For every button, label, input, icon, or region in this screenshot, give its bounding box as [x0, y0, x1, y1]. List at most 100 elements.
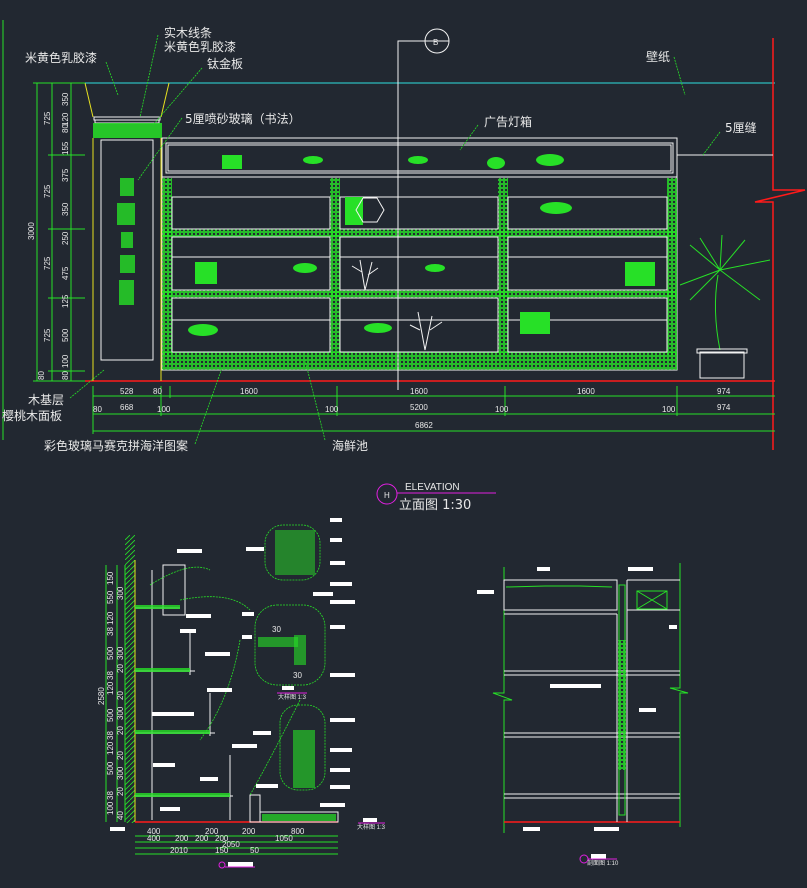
dimension-label: 30	[272, 625, 281, 634]
label-titanium-panel: 钛金板	[207, 56, 243, 71]
dimension-label: 38	[106, 627, 115, 636]
dimension-label: 200	[205, 827, 219, 836]
redacted-labels-right	[477, 567, 677, 859]
dimension-label: 120	[106, 741, 115, 755]
fish-decor	[188, 154, 655, 336]
vertical-dimensions: 3000 725 725 725 725 80 350 120 80 155 3…	[27, 82, 85, 382]
horizontal-dimensions: 528 80 1600 1600 1600 974 80 668 100 100…	[92, 386, 775, 434]
dimension-label: 725	[43, 184, 52, 198]
dimension-label: 100	[495, 405, 509, 414]
dimension-label: 120	[106, 681, 115, 695]
dimension-label: 125	[61, 294, 70, 308]
dimension-label: 5200	[410, 403, 428, 412]
label-cherry-panel: 樱桃木面板	[2, 408, 62, 423]
dimension-label: 300	[116, 766, 125, 780]
dimension-label: 100	[106, 801, 115, 815]
dimension-label: 40	[116, 811, 125, 820]
dimension-label: 155	[61, 141, 70, 155]
dimension-label: 120	[61, 112, 70, 126]
label-lightbox: 广告灯箱	[484, 114, 532, 129]
dimension-label: 375	[61, 168, 70, 182]
detail-right: 剖面图 1:10	[477, 563, 689, 867]
dimension-label: 100	[157, 405, 171, 414]
dimension-label: 38	[106, 731, 115, 740]
dimension-label: 725	[43, 111, 52, 125]
dimension-label: 20	[116, 726, 125, 735]
dimension-label: 200	[215, 834, 229, 843]
dimension-label: 100	[61, 354, 70, 368]
dimension-label: B	[433, 38, 438, 47]
wall-break-line	[754, 38, 806, 450]
dimension-label: 20	[116, 691, 125, 700]
dimension-label: 150	[215, 846, 229, 855]
label-latex-paint-top: 米黄色乳胶漆	[164, 39, 236, 54]
dimension-label: 50	[250, 846, 259, 855]
dimension-label: 400	[147, 834, 161, 843]
dimension-label: 528	[120, 387, 134, 396]
dimension-label: 500	[61, 328, 70, 342]
detail-vertical-dims: 150 550 300 120 38 500 300 20 38 120 20 …	[106, 571, 125, 820]
dimension-label: 300	[116, 586, 125, 600]
dimension-label: 725	[43, 256, 52, 270]
detail-left: 2580 150 550 300 120 38 500 300 20 38 12…	[97, 518, 386, 869]
column	[84, 82, 170, 381]
dimension-label: 80	[61, 124, 70, 133]
dimension-label: 100	[325, 405, 339, 414]
dimension-label: 3000	[27, 222, 36, 240]
dimension-label: 300	[116, 646, 125, 660]
dimension-label: 350	[61, 202, 70, 216]
calligraphy-glyphs	[117, 178, 135, 305]
dimension-label: 2050	[222, 840, 240, 849]
dimension-label: 150	[106, 571, 115, 585]
dimension-label: 725	[43, 328, 52, 342]
redacted-labels	[110, 518, 377, 867]
dimension-label: 250	[61, 231, 70, 245]
aquarium	[161, 137, 773, 371]
dimension-label: 100	[662, 405, 676, 414]
section-marker-b: B	[397, 28, 450, 390]
label-gap: 5厘缝	[725, 120, 757, 135]
dimension-label: 大样图 1:3	[278, 693, 307, 701]
dimension-label: H	[384, 491, 390, 500]
coral-decor	[351, 197, 443, 351]
dimension-label: 120	[106, 611, 115, 625]
dimension-label: 6862	[415, 421, 433, 430]
dimension-label: 1600	[577, 387, 595, 396]
lightbox	[165, 142, 674, 174]
label-sandblast-glass: 5厘喷砂玻璃（书法）	[185, 112, 301, 126]
dimension-label: ELEVATION	[405, 482, 460, 493]
dimension-label: 80	[37, 371, 46, 380]
dimension-label: 500	[106, 708, 115, 722]
dimension-label: 80	[93, 405, 102, 414]
dimension-label: 974	[717, 403, 731, 412]
potted-plant	[679, 234, 771, 379]
dimension-label: 800	[291, 827, 305, 836]
dimension-label: 大样图 1:3	[357, 823, 386, 831]
dimension-label: 2010	[170, 846, 188, 855]
dimension-label: 974	[717, 387, 731, 396]
dimension-label: 38	[106, 791, 115, 800]
label-seafood-pool: 海鲜池	[332, 438, 368, 453]
dimension-label: 剖面图 1:10	[587, 859, 619, 867]
dimension-label: 20	[116, 751, 125, 760]
dimension-label: 550	[106, 590, 115, 604]
dimension-label: 400	[147, 827, 161, 836]
leader-lines	[69, 34, 721, 445]
dimension-label: 2580	[97, 687, 106, 705]
dimension-label: 80	[153, 387, 162, 396]
dimension-label: 475	[61, 266, 70, 280]
dimension-label: 200	[195, 834, 209, 843]
dimension-label: 500	[106, 761, 115, 775]
label-wood-strip: 实木线条	[164, 25, 212, 40]
dimension-label: 1050	[275, 834, 293, 843]
dimension-label: 1600	[410, 387, 428, 396]
dimension-label: 30	[293, 671, 302, 680]
label-mosaic: 彩色玻璃马赛克拼海洋图案	[44, 438, 188, 453]
dimension-label: 80	[61, 371, 70, 380]
dimension-label: 20	[116, 664, 125, 673]
label-latex-paint-left: 米黄色乳胶漆	[25, 50, 97, 65]
dimension-label: 350	[61, 92, 70, 106]
dimension-label: 668	[120, 403, 134, 412]
elevation-title: H ELEVATION 立面图 1:30	[376, 482, 496, 513]
